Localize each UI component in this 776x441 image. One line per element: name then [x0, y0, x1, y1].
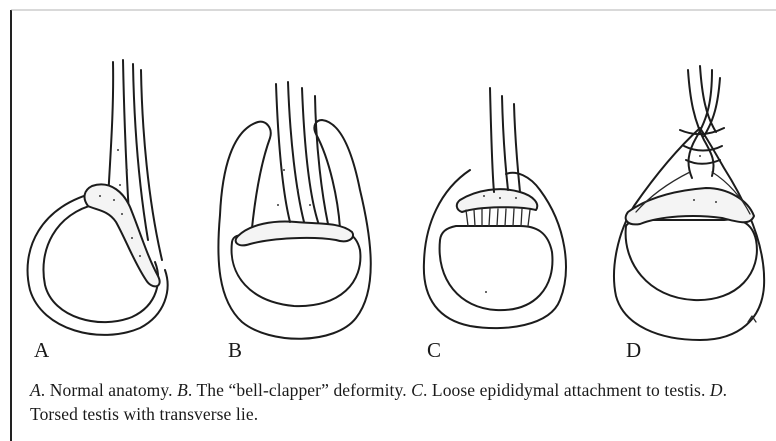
panel-label-d: D — [626, 340, 641, 361]
caption-letter-b: B — [177, 380, 188, 400]
caption-text-a: . Normal anatomy. — [41, 380, 177, 400]
panel-b-drawing — [218, 82, 370, 339]
panel-d-drawing — [614, 66, 764, 340]
panel-c-drawing — [424, 88, 566, 328]
caption-text-c: . Loose epididymal attachment to testis. — [423, 380, 710, 400]
panel-label-a: A — [34, 340, 49, 361]
caption-letter-a: A — [30, 380, 41, 400]
panel-label-b: B — [228, 340, 242, 361]
caption-letter-d: D — [710, 380, 723, 400]
panel-a-drawing — [28, 60, 168, 335]
caption-letter-c: C — [411, 380, 423, 400]
panel-label-c: C — [427, 340, 441, 361]
caption-text-b: . The “bell-clapper” deformity. — [188, 380, 411, 400]
figure-caption: A. Normal anatomy. B. The “bell-clapper”… — [30, 378, 760, 426]
